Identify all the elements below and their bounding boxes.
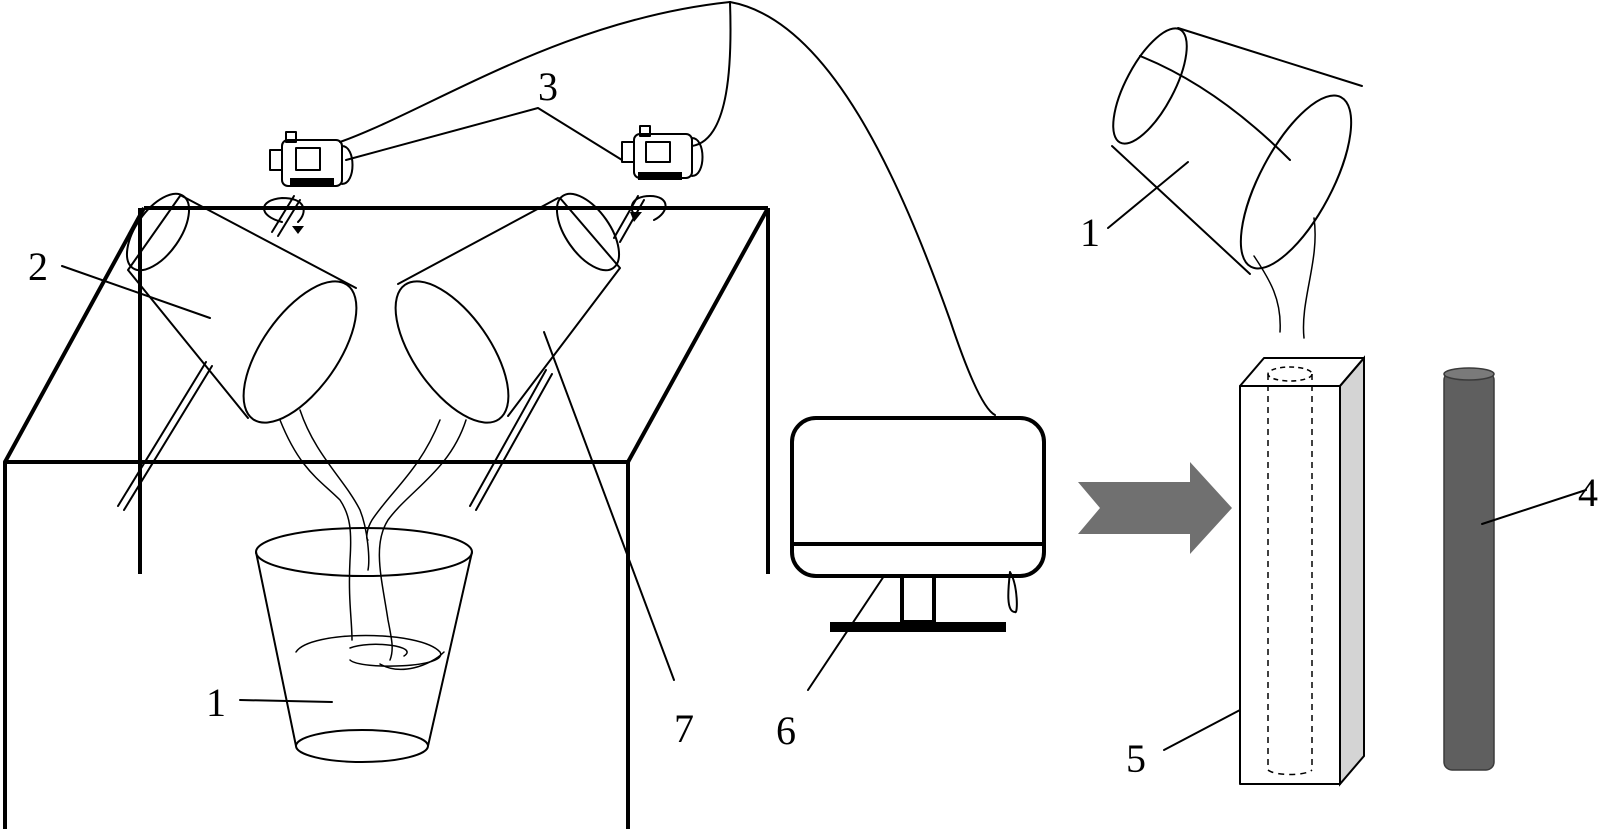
frame-left-diagonal (3, 207, 146, 463)
label-pour-container: 2 (28, 244, 48, 289)
label-cup-right: 1 (1080, 210, 1100, 255)
frame-front (3, 460, 630, 829)
cup-right (1111, 27, 1363, 339)
cables (339, 1, 1018, 614)
frame (3, 206, 770, 829)
leader-lines (61, 107, 1587, 751)
label-motors: 3 (538, 64, 558, 109)
label-controller: 6 (776, 708, 796, 753)
label-mold: 5 (1126, 736, 1146, 781)
motor-right (621, 125, 704, 222)
pour-container-right (366, 192, 645, 661)
frame-right-diagonal (626, 207, 770, 463)
mold (1239, 355, 1365, 787)
pour-container-left (117, 192, 370, 641)
rod (1443, 367, 1495, 771)
label-rod: 4 (1578, 470, 1598, 515)
controller (790, 416, 1046, 632)
cup-left (255, 527, 473, 763)
label-cup-left: 1 (206, 680, 226, 725)
process-arrow (1078, 462, 1232, 554)
label-pour-container-2: 7 (674, 706, 694, 751)
motor-left (263, 131, 354, 234)
